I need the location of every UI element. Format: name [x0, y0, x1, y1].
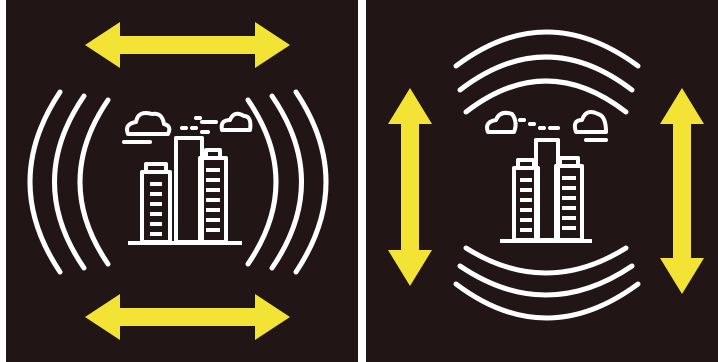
- vertical-motion-svg: [360, 0, 718, 362]
- vertical-motion-panel: [360, 0, 718, 362]
- panel-background: [6, 0, 358, 362]
- horizontal-motion-panel: [0, 0, 358, 362]
- horizontal-motion-svg: [0, 0, 358, 362]
